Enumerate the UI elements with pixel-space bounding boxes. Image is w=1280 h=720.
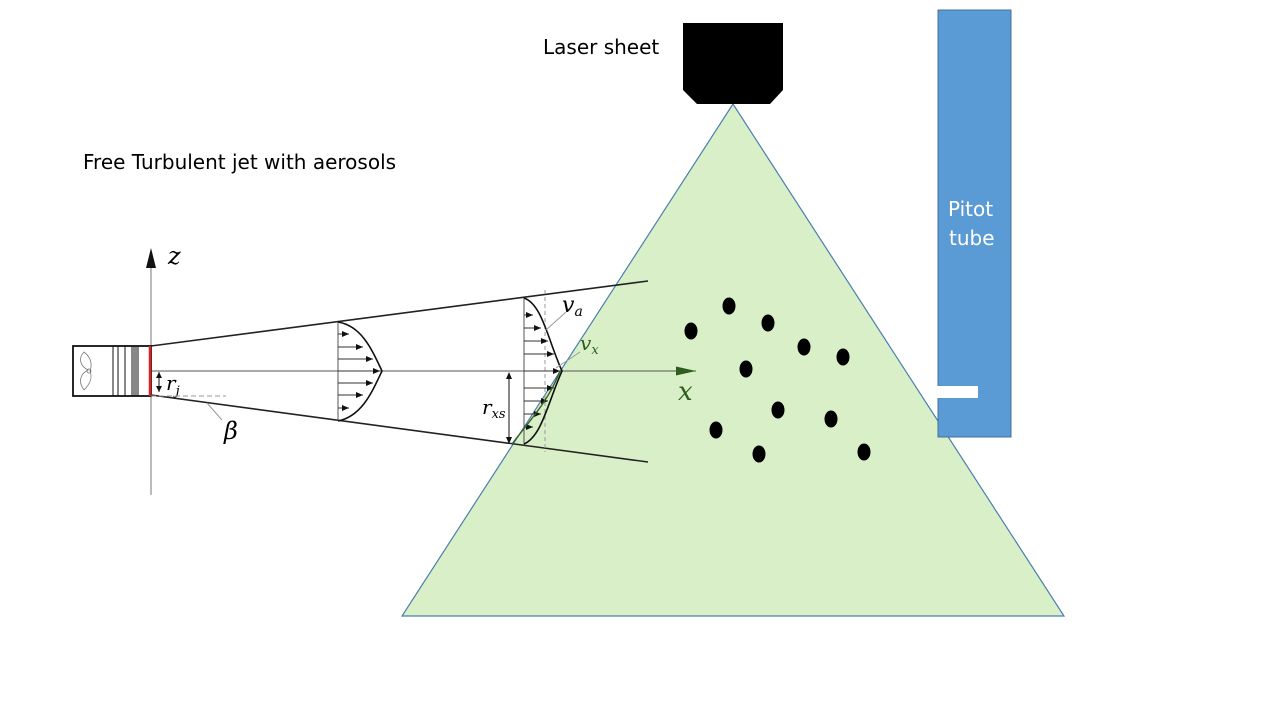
aerosol-particle-icon xyxy=(797,338,811,356)
pitot-tube xyxy=(937,9,1012,438)
v-x-label: vx xyxy=(580,331,599,358)
v-a-label: va xyxy=(562,293,583,320)
jet-nozzle-icon xyxy=(72,345,152,397)
pitot-tube-label-line1: Pitot xyxy=(948,197,993,221)
laser-sheet-label: Laser sheet xyxy=(543,35,659,59)
diagram-title: Free Turbulent jet with aerosols xyxy=(83,150,396,174)
jet-lower-boundary xyxy=(150,394,649,463)
aerosol-particle-icon xyxy=(836,348,850,366)
aerosol-particle-icon xyxy=(761,314,775,332)
v-a-leader-line xyxy=(545,311,567,331)
beta-leader-line xyxy=(206,402,223,421)
aerosol-particle-icon xyxy=(709,421,723,439)
r-j-label: rj xyxy=(166,371,180,399)
v-x-leader-line xyxy=(555,351,581,369)
pitot-tube-label-line2: tube xyxy=(949,226,995,250)
aerosol-particle-icon xyxy=(771,401,785,419)
aerosol-particle-icon xyxy=(684,322,698,340)
jet-upper-boundary xyxy=(150,280,649,347)
laser-source-icon xyxy=(683,23,783,104)
pitot-tube-inlet xyxy=(937,386,978,398)
aerosol-particle-icon xyxy=(752,445,766,463)
velocity-profile-1 xyxy=(337,321,383,422)
aerosol-particle-icon xyxy=(722,297,736,315)
aerosol-particles xyxy=(684,297,871,463)
velocity-profile-2 xyxy=(511,290,563,452)
z-axis-arrowhead xyxy=(146,248,156,268)
aerosol-particle-icon xyxy=(739,360,753,378)
aerosol-particle-icon xyxy=(824,410,838,428)
x-axis-label: x xyxy=(678,377,693,407)
z-axis-label: z xyxy=(167,242,181,270)
r-xs-label: rxs xyxy=(482,395,506,422)
beta-label: β xyxy=(223,417,238,445)
aerosol-particle-icon xyxy=(857,443,871,461)
